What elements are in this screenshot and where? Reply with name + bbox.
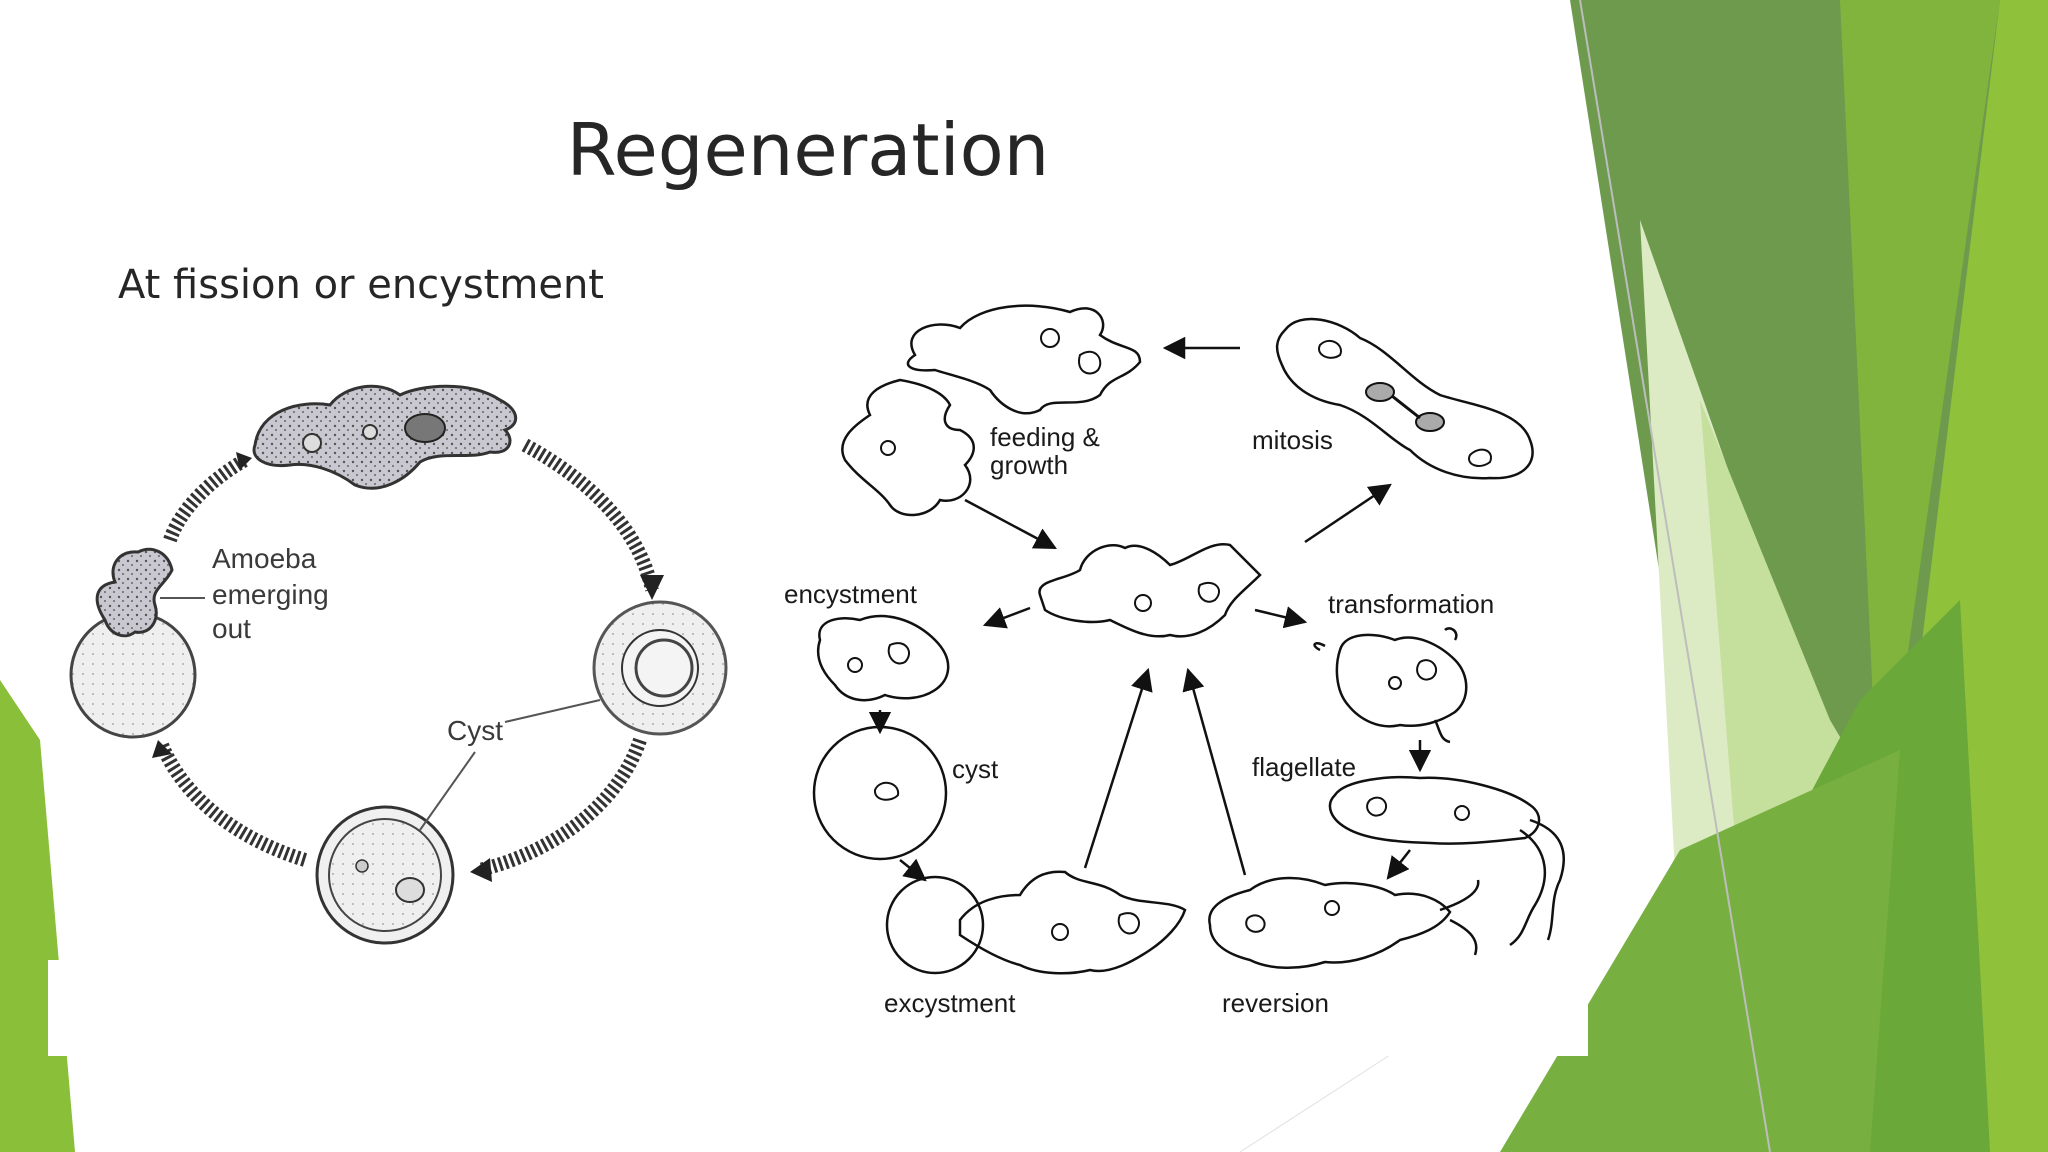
label-flagellate: flagellate (1252, 752, 1356, 782)
label-reversion: reversion (1222, 988, 1329, 1018)
arrow-feeding-to-center (964, 498, 1057, 550)
slide-title: Regeneration (566, 108, 1050, 192)
arrow-excystment-to-center (1083, 667, 1153, 869)
arrow-center-to-mitosis (1304, 483, 1392, 544)
label-transformation: transformation (1328, 589, 1494, 619)
label-feeding-1: feeding & (990, 422, 1100, 452)
amoeba-top (252, 384, 518, 490)
cyst-excystment (885, 875, 985, 975)
amoeba-vacuole (362, 424, 378, 440)
cyst-label-left: Cyst (447, 715, 503, 746)
arrow-flagellate-to-reversion (1386, 849, 1411, 880)
amoeba-feeding (906, 304, 1142, 415)
label-feeding-2: growth (990, 450, 1068, 480)
green-panel-bright (1840, 0, 2000, 850)
amoeba-center (1038, 542, 1262, 638)
label-mitosis: mitosis (1252, 425, 1333, 455)
arrow-center-to-encystment (982, 606, 1031, 629)
amoeba-transformation (1335, 633, 1468, 728)
cycle-arrow-bottom-left (155, 742, 308, 867)
amoeba-encystment (816, 614, 950, 702)
amoeba-excystment (958, 870, 1187, 975)
amoeba-reversion (1208, 876, 1452, 970)
amoeba-vacuole (302, 433, 322, 453)
emerging-label-2: emerging (212, 579, 329, 610)
arrow-center-to-transformation (1254, 606, 1308, 629)
cycle-arrow-top-right (521, 438, 659, 592)
arrow-reversion-to-center (1182, 667, 1247, 876)
cyst-right (812, 725, 948, 861)
label-excystment: excystment (884, 988, 1016, 1018)
amoeba-flagellate (1328, 775, 1541, 845)
amoeba-emerging (95, 547, 174, 638)
label-encystment: encystment (784, 579, 918, 609)
green-panel-lower (1500, 750, 1900, 1152)
amoeba-mitosis (1275, 317, 1534, 480)
emerging-label-3: out (212, 613, 251, 644)
divider-line (1579, 0, 1771, 1152)
arrow-cyst-to-excystment (899, 858, 927, 882)
divider-line (1239, 1054, 1391, 1152)
label-cyst: cyst (952, 754, 999, 784)
amoeba-nucleus (404, 413, 446, 443)
slide-subtitle: At fission or encystment (118, 262, 604, 308)
emerging-label-1: Amoeba (212, 543, 317, 574)
content-panel (48, 960, 1588, 1056)
